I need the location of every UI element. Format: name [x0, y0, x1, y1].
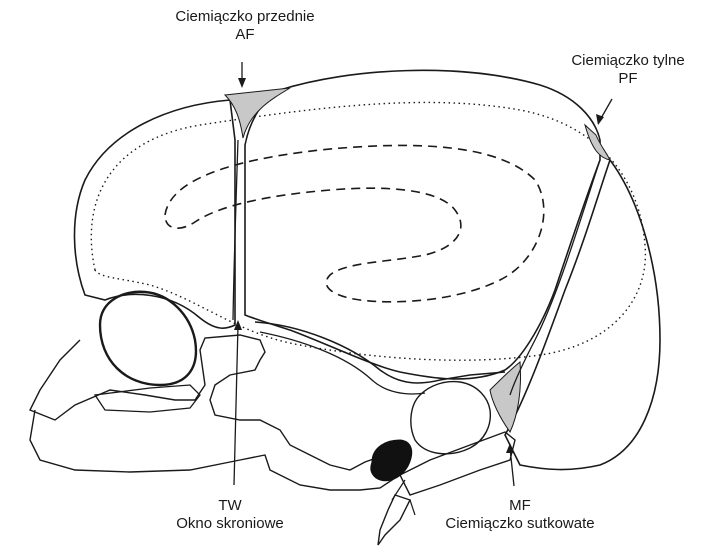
temporal-abbr: TW	[155, 497, 305, 515]
anterior-name: Ciemiączko przednie	[170, 8, 320, 26]
mastoid-abbr: MF	[435, 497, 605, 515]
styloid-process	[378, 495, 410, 545]
label-anterior-fontanelle: Ciemiączko przednie AF	[170, 8, 320, 44]
label-posterior-fontanelle: Ciemiączko tylne PF	[558, 52, 698, 88]
parietal-bone	[245, 70, 600, 379]
brain-outline-dotted	[91, 102, 645, 360]
mastoid-name: Ciemiączko sutkowate	[435, 515, 605, 533]
maxilla-block	[95, 385, 200, 412]
ventricle-dashed	[165, 145, 544, 301]
temporal-squama	[411, 382, 490, 454]
temporal-name: Okno skroniowe	[155, 515, 305, 533]
facial-bones	[30, 335, 385, 470]
temporal-line	[260, 332, 425, 394]
mandible	[30, 410, 395, 490]
posterior-abbr: PF	[558, 70, 698, 88]
label-temporal-window: TW Okno skroniowe	[155, 497, 305, 533]
occipital-bone	[505, 160, 660, 470]
anterior-abbr: AF	[170, 26, 320, 44]
arrow-pf	[596, 99, 612, 125]
auditory-meatus	[371, 440, 412, 481]
arrow-af	[238, 62, 246, 88]
label-mastoid-fontanelle: MF Ciemiączko sutkowate	[435, 497, 605, 533]
mastoid-process	[400, 432, 515, 495]
posterior-name: Ciemiączko tylne	[558, 52, 698, 70]
